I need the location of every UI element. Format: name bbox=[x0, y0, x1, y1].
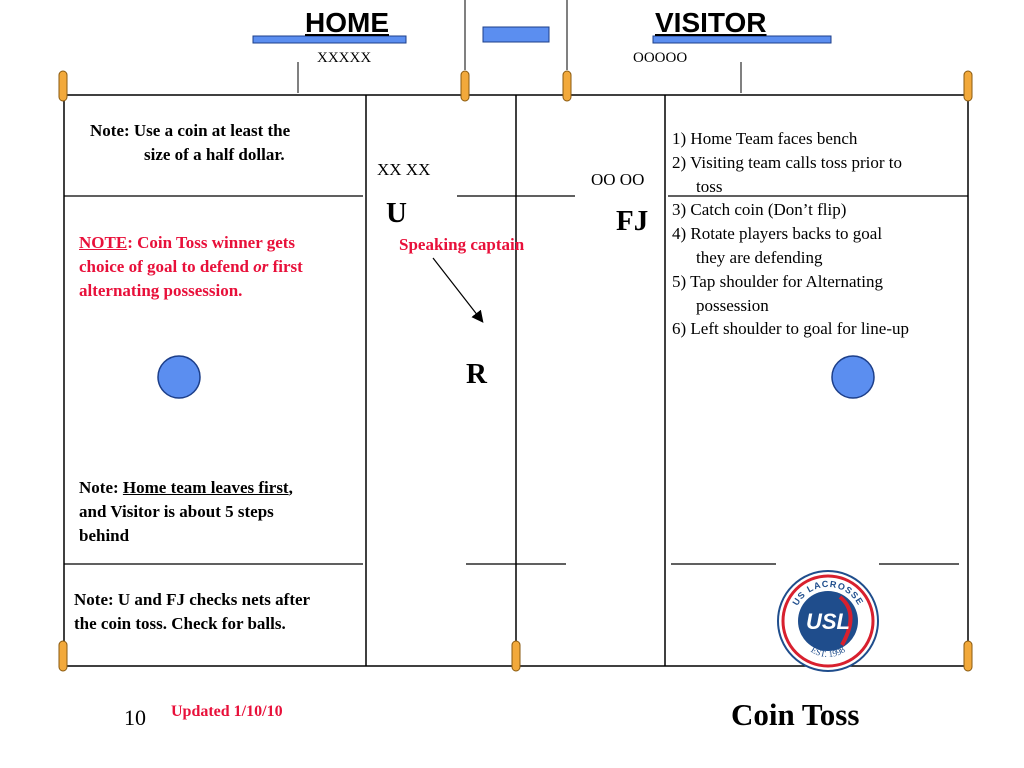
note-prefix: NOTE bbox=[79, 233, 128, 252]
updated-date: Updated 1/10/10 bbox=[171, 703, 283, 720]
umpire-label: U bbox=[386, 197, 407, 229]
us-lacrosse-logo: USL US LACROSSE EST. 1998 bbox=[777, 570, 879, 672]
step-item-continuation: toss bbox=[696, 176, 723, 196]
page-number: 10 bbox=[124, 705, 146, 730]
step-item: 6) Left shoulder to goal for line-up bbox=[672, 319, 909, 339]
cone-icon bbox=[562, 70, 572, 102]
cone-icon bbox=[963, 70, 973, 102]
cone-icon bbox=[58, 70, 68, 102]
center-bench-bar bbox=[482, 26, 550, 43]
visitor-players: OOOOO bbox=[633, 50, 688, 66]
visitor-pair-label: OO OO bbox=[591, 170, 645, 189]
coin-toss-steps: 1) Home Team faces bench 2) Visiting team… bbox=[672, 127, 909, 341]
step-item: 1) Home Team faces bench bbox=[672, 129, 858, 148]
coin-size-note-line: Note: Use a coin at least the bbox=[90, 121, 291, 140]
step-item-continuation: they are defending bbox=[696, 247, 823, 267]
visitor-label: VISITOR bbox=[655, 7, 767, 38]
step-item: 4) Rotate players backs to goal bbox=[672, 224, 883, 244]
cone-icon bbox=[511, 640, 521, 672]
coin-toss-winner-note: NOTE: Coin Toss winner gets choice of go… bbox=[79, 233, 303, 300]
speaking-captain-label: Speaking captain bbox=[399, 235, 525, 254]
logo-center-text: USL bbox=[806, 609, 850, 634]
visitor-bench-bar bbox=[652, 35, 832, 44]
step-item: 2) Visiting team calls toss prior to bbox=[672, 152, 903, 172]
field-judge-label: FJ bbox=[616, 205, 649, 237]
home-players: XXXXX bbox=[317, 50, 372, 66]
visitor-goal-marker bbox=[831, 355, 875, 399]
cone-icon bbox=[460, 70, 470, 102]
page-title: Coin Toss bbox=[731, 697, 860, 732]
home-leaves-first-note: Note: Home team leaves first, and Visito… bbox=[79, 478, 293, 545]
coin-size-note-line: size of a half dollar. bbox=[144, 145, 285, 164]
step-item: 3) Catch coin (Don’t flip) bbox=[672, 200, 847, 220]
referee-label: R bbox=[466, 358, 487, 390]
home-goal-marker bbox=[157, 355, 201, 399]
home-bench-bar bbox=[252, 35, 407, 44]
cone-icon bbox=[58, 640, 68, 672]
check-nets-note: Note: U and FJ checks nets after the coi… bbox=[74, 590, 311, 633]
speaking-captain-arrow bbox=[432, 257, 484, 323]
cone-icon bbox=[963, 640, 973, 672]
home-pair-label: XX XX bbox=[377, 160, 431, 179]
step-item-continuation: possession bbox=[696, 295, 769, 315]
step-item: 5) Tap shoulder for Alternating bbox=[672, 271, 883, 291]
coin-size-note: Note: Use a coin at least the size of a … bbox=[90, 119, 290, 167]
home-label: HOME bbox=[305, 7, 389, 38]
